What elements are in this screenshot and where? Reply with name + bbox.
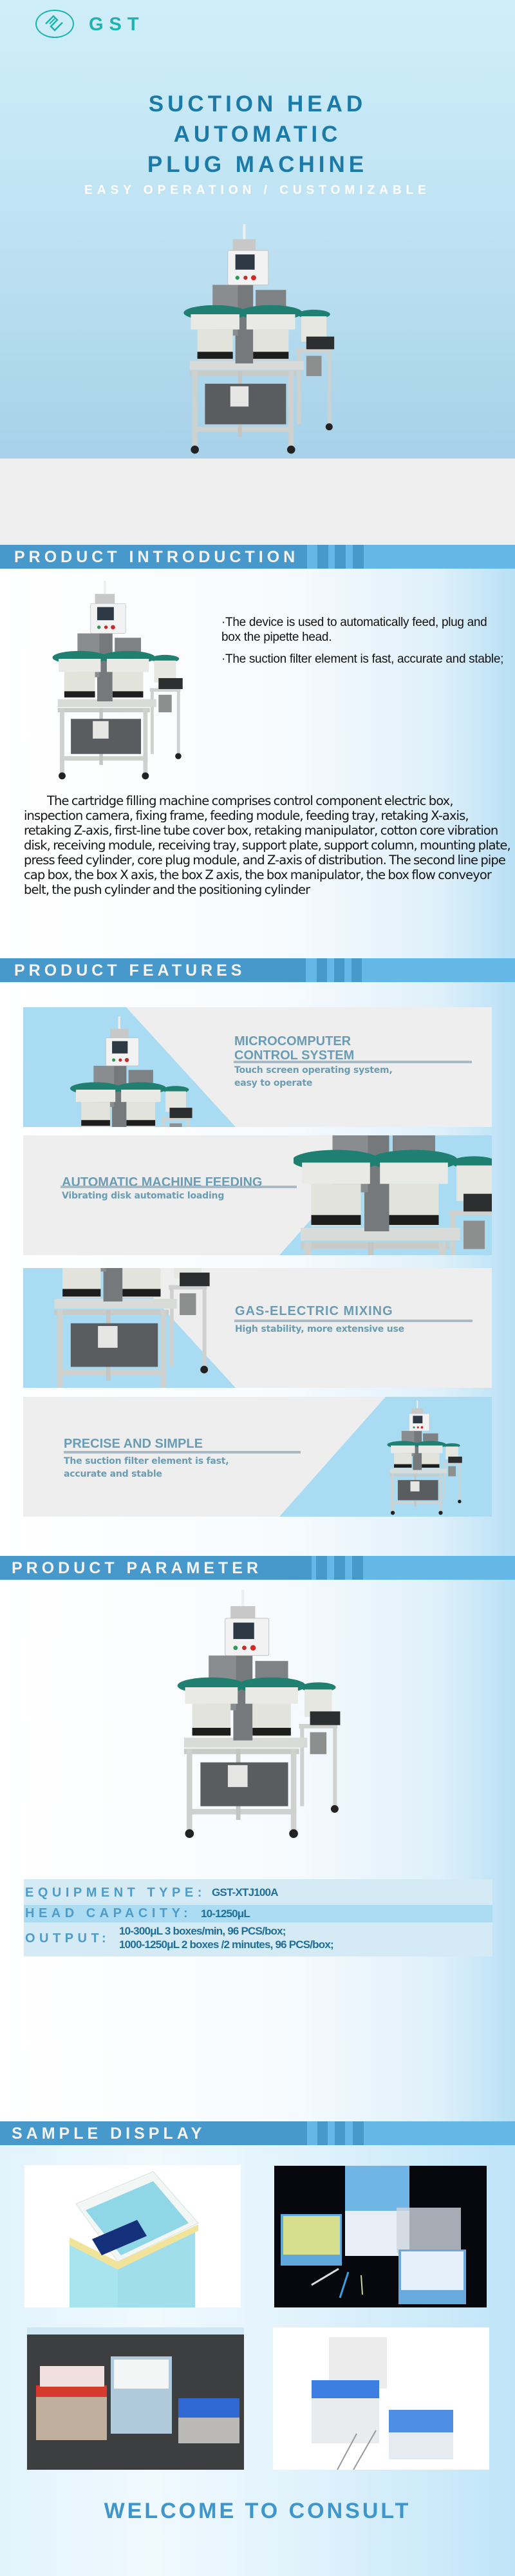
feature-title: PRECISE AND SIMPLE — [64, 1437, 203, 1451]
feature-description: High stability, more extensive use — [235, 1324, 404, 1334]
sample-image-3[interactable] — [27, 2327, 244, 2470]
param-row-output: OUTPUT: 10-300μL 3 boxes/min, 96 PCS/box… — [24, 1922, 492, 1956]
param-label: HEAD CAPACITY: — [25, 1906, 192, 1920]
hero-subtitle: EASY OPERATION / CUSTOMIZABLE — [84, 184, 431, 197]
feature-divider — [234, 1061, 472, 1063]
feature-description: Touch screen operating system,easy to op… — [234, 1065, 393, 1088]
welcome-cta: WELCOME TO CONSULT — [104, 2499, 411, 2523]
machine-image — [183, 223, 335, 454]
section-banner-samples: SAMPLE DISPLAY — [0, 2121, 515, 2145]
intro-bullet: ·The suction filter element is fast, acc… — [221, 652, 504, 666]
feature-card-gas-electric: GAS-ELECTRIC MIXING High stability, more… — [23, 1268, 492, 1388]
hero-title-line: PLUG MACHINE — [147, 152, 368, 177]
feature-divider — [61, 1186, 297, 1188]
parameter-machine-image — [177, 1589, 341, 1839]
section-banner-parameter: PRODUCT PARAMETER — [0, 1556, 515, 1580]
intro-paragraph: The cartridge filling machine comprises … — [24, 793, 513, 897]
intro-bullets: ·The device is used to automatically fee… — [221, 615, 505, 674]
feature-card-precise: PRECISE AND SIMPLE The suction filter el… — [23, 1397, 492, 1517]
brand-name[interactable]: GST — [89, 14, 145, 35]
section-title: PRODUCT FEATURES — [14, 961, 246, 980]
sample-image-2[interactable] — [274, 2166, 487, 2307]
feature-description: The suction filter element is fast,accur… — [64, 1456, 229, 1479]
section-title: PRODUCT PARAMETER — [12, 1559, 263, 1577]
section-banner-features: PRODUCT FEATURES — [0, 958, 515, 982]
intro-machine-image — [52, 580, 183, 780]
param-label: EQUIPMENT TYPE: — [25, 1886, 206, 1900]
intro-bullet: ·The device is used to automatically fee… — [221, 616, 487, 644]
param-value: 10-1250μL — [201, 1908, 250, 1920]
feature-divider — [64, 1451, 301, 1454]
param-row-head-capacity: HEAD CAPACITY: 10-1250μL — [24, 1905, 492, 1922]
section-title: SAMPLE DISPLAY — [12, 2125, 206, 2143]
sample-image-4[interactable] — [273, 2327, 489, 2470]
param-value: GST-XTJ100A — [212, 1886, 279, 1899]
intro-paragraph-text: The cartridge filling machine comprises … — [24, 793, 511, 897]
hero-title: SUCTION HEAD AUTOMATIC PLUG MACHINE — [0, 89, 515, 180]
hero-title-line: AUTOMATIC — [173, 122, 342, 147]
feature-card-feeding: AUTOMATIC MACHINE FEEDING Vibrating disk… — [23, 1135, 492, 1255]
sample-image-1[interactable] — [24, 2165, 241, 2307]
section-banner-introduction: PRODUCT INTRODUCTION — [0, 545, 515, 569]
param-value: 10-300μL 3 boxes/min, 96 PCS/box;1000-12… — [119, 1925, 334, 1951]
feature-divider — [234, 1320, 473, 1322]
hero-floor — [0, 459, 515, 545]
param-label: OUTPUT: — [25, 1931, 111, 1946]
param-row-equipment-type: EQUIPMENT TYPE: GST-XTJ100A — [24, 1879, 492, 1905]
feature-description: Vibrating disk automatic loading — [62, 1191, 225, 1201]
gst-logo-icon — [35, 10, 74, 38]
feature-title: GAS-ELECTRIC MIXING — [235, 1304, 393, 1318]
hero-title-line: SUCTION HEAD — [148, 91, 367, 117]
section-title: PRODUCT INTRODUCTION — [14, 548, 299, 566]
